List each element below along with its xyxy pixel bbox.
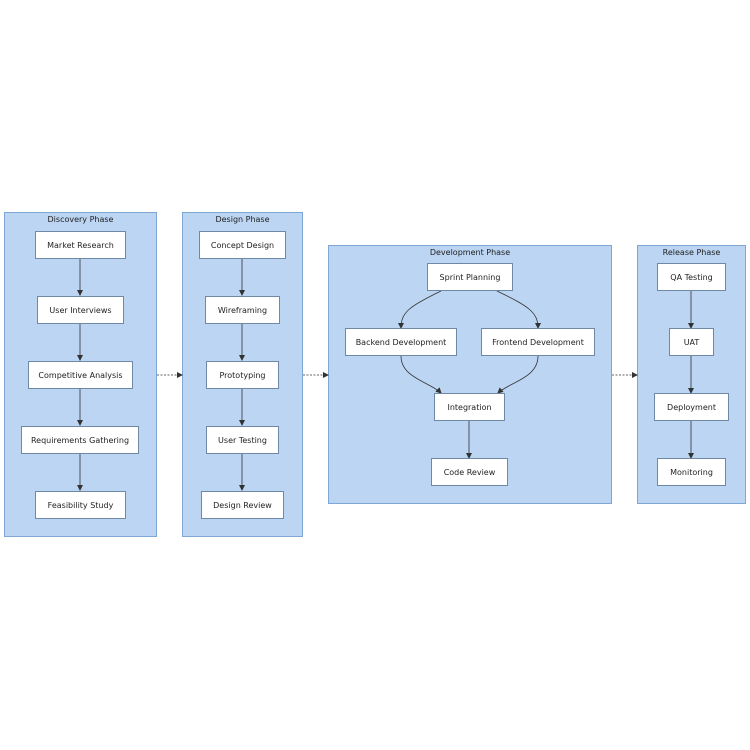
node-concept-design: Concept Design [199, 231, 286, 259]
node-design-review: Design Review [201, 491, 284, 519]
development-phase-title: Development Phase [429, 248, 511, 257]
design-phase-title: Design Phase [215, 215, 270, 224]
node-qa-testing: QA Testing [657, 263, 726, 291]
node-monitoring: Monitoring [657, 458, 726, 486]
node-backend-development: Backend Development [345, 328, 457, 356]
node-sprint-planning: Sprint Planning [427, 263, 513, 291]
node-uat: UAT [669, 328, 714, 356]
node-user-interviews: User Interviews [37, 296, 124, 324]
node-competitive-analysis: Competitive Analysis [28, 361, 133, 389]
node-integration: Integration [434, 393, 505, 421]
node-prototyping: Prototyping [206, 361, 279, 389]
node-wireframing: Wireframing [205, 296, 280, 324]
node-deployment: Deployment [654, 393, 729, 421]
node-frontend-development: Frontend Development [481, 328, 595, 356]
node-code-review: Code Review [431, 458, 508, 486]
node-market-research: Market Research [35, 231, 126, 259]
node-user-testing: User Testing [206, 426, 279, 454]
node-feasibility-study: Feasibility Study [35, 491, 126, 519]
node-requirements-gathering: Requirements Gathering [21, 426, 139, 454]
discovery-phase-title: Discovery Phase [47, 215, 114, 224]
release-phase-title: Release Phase [662, 248, 721, 257]
